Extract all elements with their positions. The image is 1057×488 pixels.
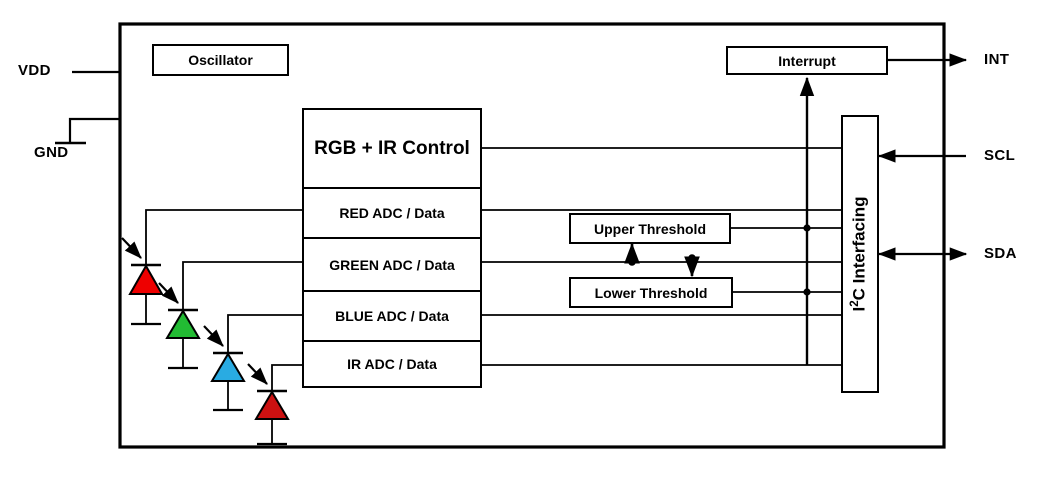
- pin-label-int: INT: [984, 51, 1010, 68]
- pin-label-sda: SDA: [984, 245, 1017, 262]
- red-diode-cathode-route: [145, 209, 302, 265]
- pin-label-gnd: GND: [34, 144, 69, 161]
- upper-threshold-label: Upper Threshold: [593, 220, 706, 237]
- rgb-ir-control-label: RGB + IR Control: [314, 137, 470, 159]
- oscillator-label: Oscillator: [188, 52, 253, 68]
- junction-dot-upper: [803, 224, 811, 232]
- ir-diode-light-arrow: [247, 363, 268, 385]
- lower-threshold-label: Lower Threshold: [594, 284, 708, 301]
- lower-threshold-block: Lower Threshold: [569, 277, 733, 308]
- blue-diode-body: [210, 352, 246, 382]
- interrupt-block: Interrupt: [726, 46, 888, 75]
- gnd-wire: [68, 117, 120, 143]
- green-diode-body: [165, 309, 201, 339]
- i2c-prefix: I: [850, 306, 869, 312]
- i2c-interfacing-label: I2C Interfacing: [849, 196, 870, 312]
- green-diode-cathode-route: [182, 261, 302, 310]
- ir-diode-body: [254, 390, 290, 420]
- chip-boundary: [118, 22, 946, 449]
- oscillator-block: Oscillator: [152, 44, 289, 76]
- blue-diode-light-arrow: [203, 325, 224, 347]
- red-diode-light-arrow: [121, 237, 142, 259]
- upper-threshold-tap-dot: [628, 258, 636, 266]
- junction-dot-lower: [803, 288, 811, 296]
- stack-row-red-adc: RED ADC / Data: [304, 189, 480, 239]
- stack-row-rgb-ir-control: RGB + IR Control: [304, 110, 480, 189]
- blue-diode-cathode-route: [227, 314, 302, 353]
- i2c-suffix: C Interfacing: [850, 196, 869, 301]
- i2c-interfacing-block: I2C Interfacing: [841, 115, 879, 393]
- stack-row-ir-adc: IR ADC / Data: [304, 342, 480, 385]
- stack-row-green-adc: GREEN ADC / Data: [304, 239, 480, 292]
- adc-stack: RGB + IR Control RED ADC / Data GREEN AD…: [302, 108, 482, 388]
- stack-row-blue-adc: BLUE ADC / Data: [304, 292, 480, 342]
- ir-diode-cathode-route: [271, 364, 302, 391]
- red-adc-label: RED ADC / Data: [339, 205, 445, 221]
- green-adc-label: GREEN ADC / Data: [329, 256, 455, 273]
- pin-label-vdd: VDD: [18, 62, 51, 79]
- red-diode-body: [128, 263, 164, 295]
- lower-threshold-tap-dot: [688, 254, 696, 262]
- upper-threshold-block: Upper Threshold: [569, 213, 731, 244]
- green-diode-light-arrow: [158, 282, 179, 304]
- interrupt-label: Interrupt: [778, 52, 836, 69]
- pin-label-scl: SCL: [984, 147, 1016, 164]
- i2c-superscript: 2: [849, 300, 862, 307]
- ir-adc-label: IR ADC / Data: [347, 355, 437, 372]
- blue-adc-label: BLUE ADC / Data: [335, 308, 449, 324]
